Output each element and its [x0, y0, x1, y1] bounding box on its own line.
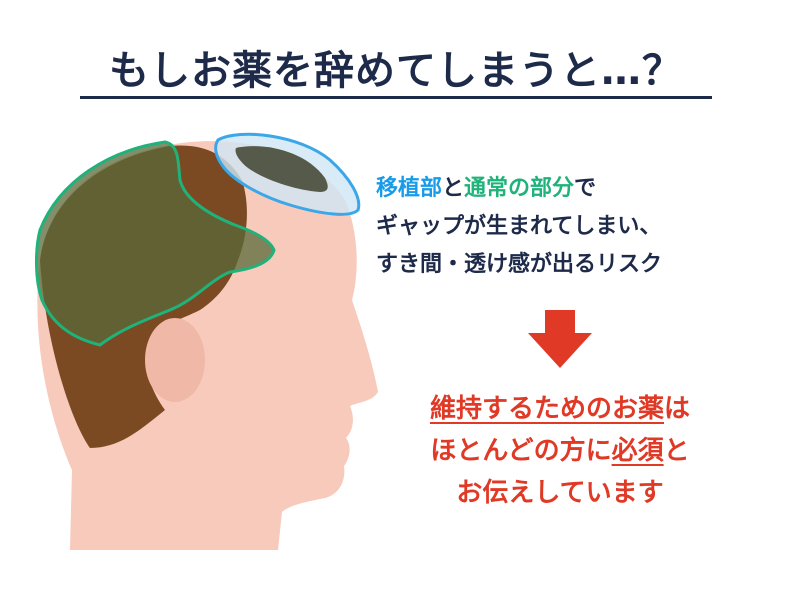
conclusion-text-part: と: [663, 436, 690, 466]
normal-area-outline: [34, 140, 276, 347]
conclusion-text-part: は: [664, 394, 691, 424]
conclusion-text: 維持するためのお薬は ほとんどの方に必須と お伝えしています: [390, 388, 730, 514]
normal-area-label: 通常の部分: [464, 176, 575, 201]
conclusion-line-3: お伝えしています: [456, 478, 664, 508]
page-title: もしお薬を辞めてしまうと…？: [109, 48, 683, 94]
risk-note-line-1: 移植部と通常の部分で: [376, 170, 662, 208]
note-text: で: [574, 176, 597, 201]
emphasis-medication: 維持するためのお薬: [429, 394, 664, 424]
transplant-gap-area: [235, 146, 328, 192]
conclusion-line-1: 維持するためのお薬は: [390, 388, 730, 430]
risk-note-line-3: すき間・透け感が出るリスク: [376, 252, 663, 277]
down-arrow-icon: [528, 310, 592, 368]
title-underline: [80, 96, 712, 99]
risk-note-line-2: ギャップが生まれてしまい、: [376, 214, 662, 239]
transplant-area-label: 移植部: [376, 176, 443, 201]
note-text: と: [442, 176, 465, 201]
ear: [145, 318, 205, 402]
emphasis-required: 必須: [611, 436, 664, 466]
conclusion-text-part: ほとんどの方に: [430, 436, 612, 466]
risk-note: 移植部と通常の部分で ギャップが生まれてしまい、 すき間・透け感が出るリスク: [376, 170, 662, 284]
conclusion-line-2: ほとんどの方に必須と: [390, 430, 730, 472]
